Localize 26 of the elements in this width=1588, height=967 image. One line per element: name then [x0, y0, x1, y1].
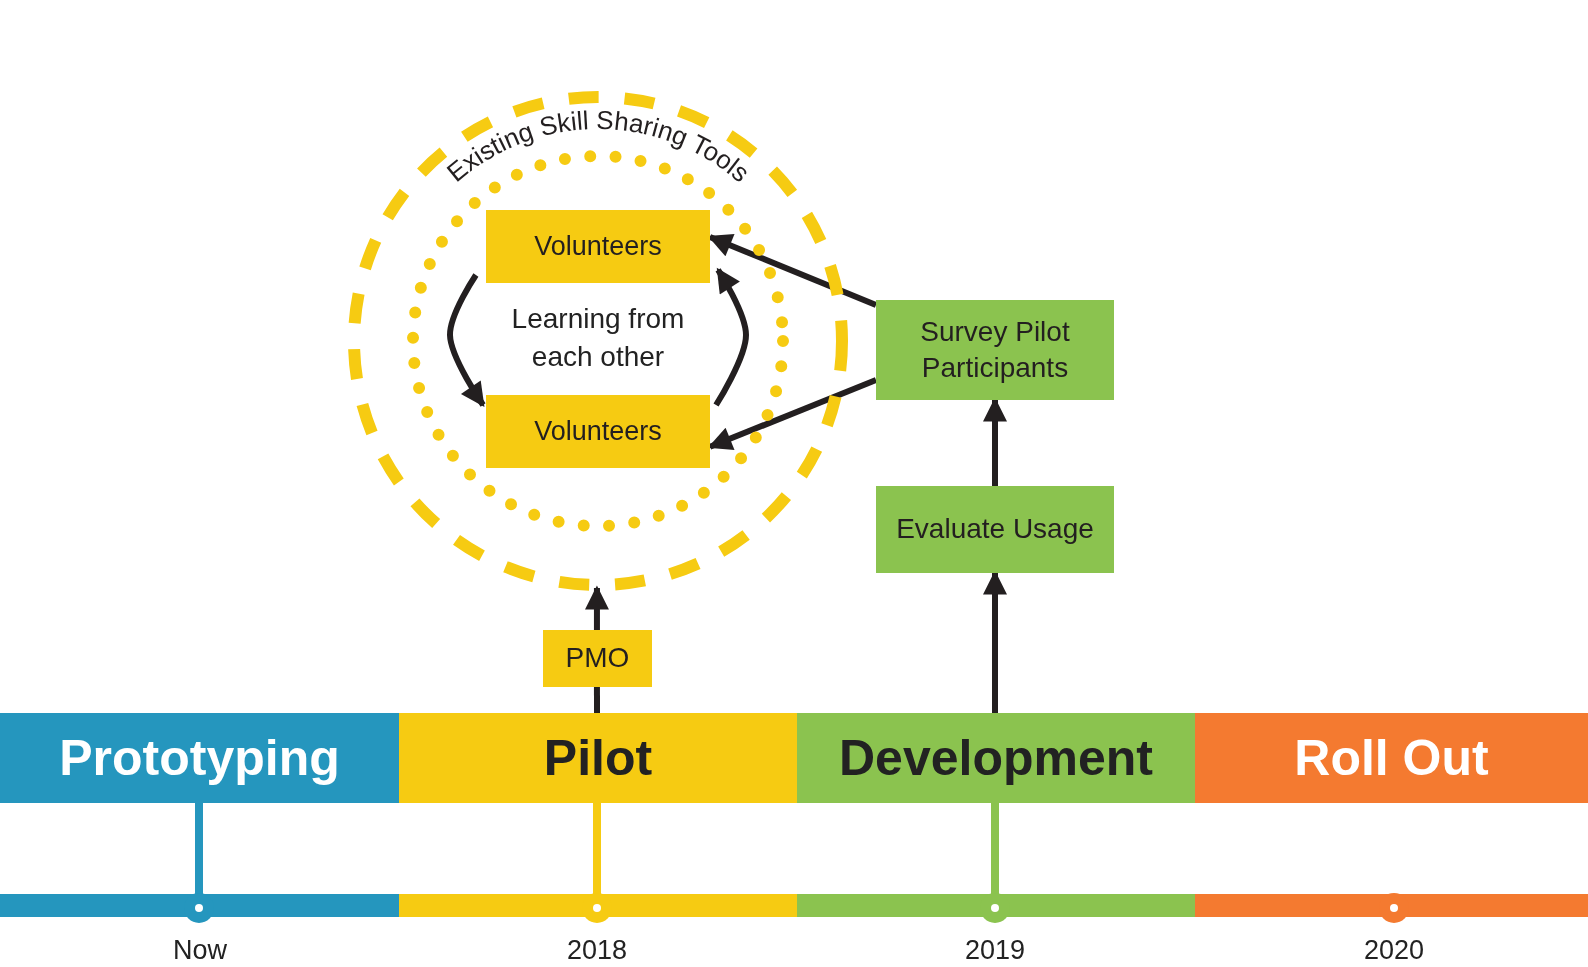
volunteer-box [486, 210, 710, 283]
process-box [543, 630, 652, 687]
box-label: Evaluate Usage [895, 512, 1095, 547]
process-box [876, 486, 1114, 573]
timeline-label: 2018 [565, 934, 629, 967]
volunteer-box [486, 395, 710, 468]
phase-band [0, 713, 399, 803]
phase-label: Prototyping [58, 728, 341, 788]
timeline-label: 2019 [963, 934, 1027, 967]
arrow [447, 273, 486, 407]
phase-label: Roll Out [1293, 728, 1490, 788]
arrow [584, 585, 609, 630]
box-label: PMO [564, 641, 631, 676]
phase-band [399, 713, 797, 803]
box-label: Volunteers [533, 414, 663, 448]
phase-band [797, 713, 1195, 803]
phase-band [1195, 713, 1588, 803]
timeline-label: 2020 [1362, 934, 1426, 967]
process-box [876, 300, 1114, 400]
phase-label: Development [838, 728, 1154, 788]
phase-label: Pilot [542, 728, 654, 788]
center-note: Learning from each other [510, 302, 686, 374]
timeline-label: Now [172, 934, 228, 967]
box-label: Volunteers [533, 229, 663, 263]
arrow [713, 267, 749, 407]
box-label: Survey Pilot Participants [919, 314, 1071, 385]
